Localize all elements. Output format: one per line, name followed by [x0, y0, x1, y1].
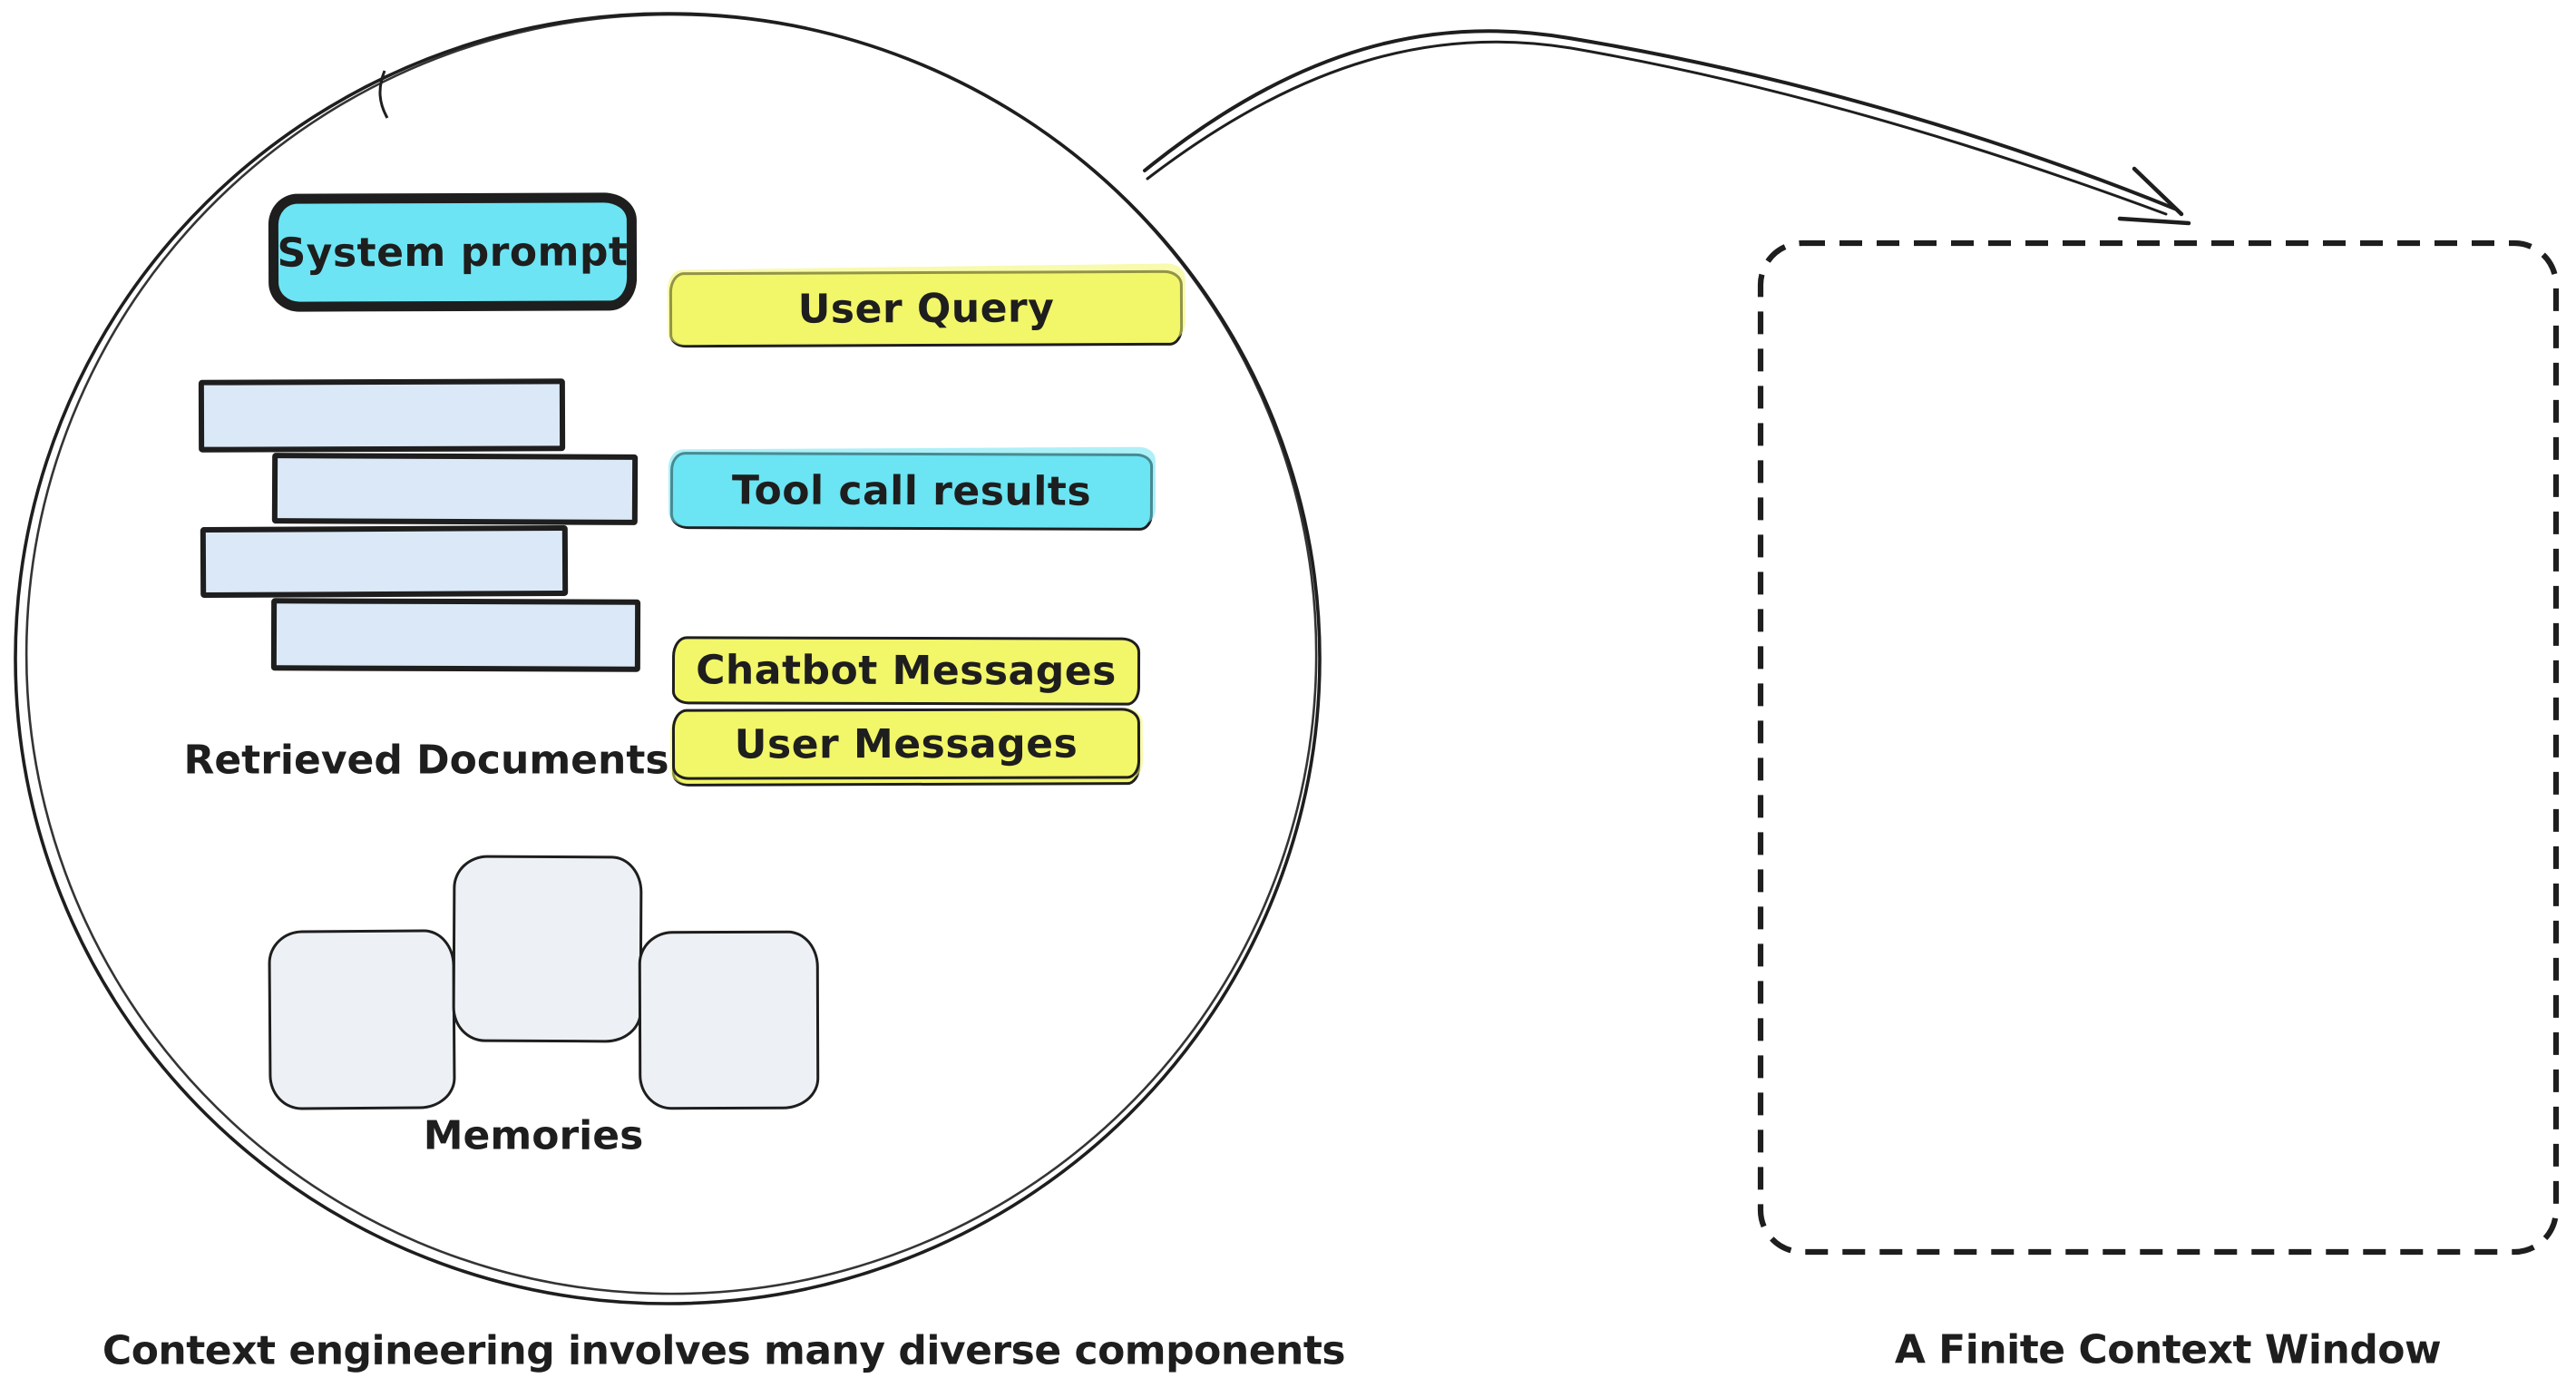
flow-arrow-stroke-1	[1143, 29, 2179, 211]
circle-caption: Context engineering involves many divers…	[102, 1327, 1346, 1374]
document-bar	[198, 378, 566, 453]
tool-call-results-box: Tool call results	[669, 452, 1154, 531]
document-bar	[271, 453, 639, 525]
memory-card	[268, 929, 456, 1110]
document-bar	[200, 524, 569, 599]
user-query-label: User Query	[797, 285, 1055, 333]
system-prompt-box: System prompt	[268, 192, 638, 312]
document-bar	[270, 598, 641, 672]
circle-pen-tick	[378, 70, 389, 119]
retrieved-documents-label: Retrieved Documents	[183, 737, 669, 784]
flow-arrow-stroke-2	[1146, 40, 2168, 216]
chatbot-messages-box: Chatbot Messages	[671, 636, 1141, 706]
user-messages-box-2: User Messages	[671, 708, 1141, 780]
flow-arrowhead	[2117, 166, 2191, 226]
components-circle-overdraw	[24, 13, 1318, 1295]
user-query-box: User Query	[668, 269, 1184, 348]
chatbot-messages-label: Chatbot Messages	[696, 647, 1117, 695]
memory-card	[452, 855, 643, 1043]
memories-label: Memories	[423, 1112, 644, 1159]
flow-arrow	[1143, 29, 2191, 226]
context-window-box	[1757, 239, 2560, 1256]
system-prompt-label: System prompt	[277, 228, 629, 277]
user-messages-label-2: User Messages	[734, 720, 1078, 767]
memory-card	[638, 930, 820, 1110]
tool-call-results-label: Tool call results	[731, 467, 1092, 515]
context-window-caption: A Finite Context Window	[1894, 1326, 2442, 1373]
